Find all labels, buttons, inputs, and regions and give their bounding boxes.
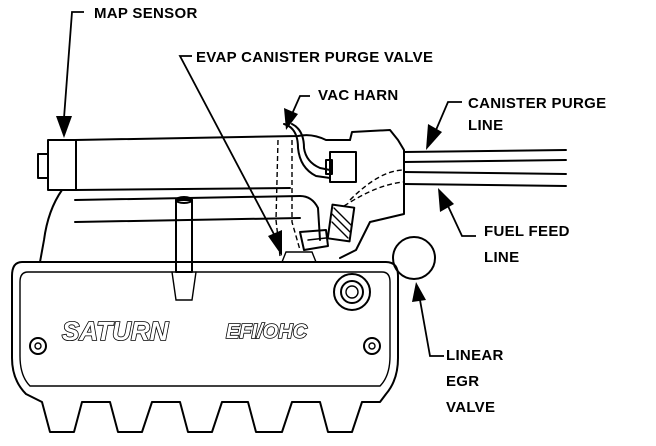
label-fuel-feed-1: FUEL FEED <box>484 223 570 240</box>
label-vac-harn: VAC HARN <box>318 87 398 104</box>
leader-fuel-feed <box>438 188 476 237</box>
linear-egr-valve <box>392 236 436 280</box>
map-sensor <box>37 139 77 191</box>
label-map-sensor: MAP SENSOR <box>94 5 198 22</box>
evap-purge-valve <box>299 203 356 251</box>
label-linear-egr-1: LINEAR <box>446 347 504 364</box>
leader-evap-valve <box>178 55 282 256</box>
label-linear-egr-3: VALVE <box>446 399 495 416</box>
leader-linear-egr <box>412 282 444 357</box>
label-evap-valve: EVAP CANISTER PURGE VALVE <box>196 49 433 66</box>
valve-cover: SATURN EFI/OHC <box>11 251 399 433</box>
leader-map-sensor <box>56 11 84 138</box>
center-post <box>175 196 193 273</box>
oil-filler-cap <box>333 273 371 311</box>
vac-harness <box>275 123 405 257</box>
label-canister-purge-2: LINE <box>468 117 503 134</box>
leader-vac-harn <box>284 95 310 130</box>
bolt-right <box>363 337 381 355</box>
leader-canister-purge <box>426 101 462 150</box>
fuel-and-purge-lines <box>403 149 567 187</box>
label-canister-purge-1: CANISTER PURGE <box>468 95 606 112</box>
cover-brand: SATURN <box>62 316 170 346</box>
label-linear-egr-2: EGR <box>446 373 479 390</box>
harness-connector <box>325 151 357 183</box>
intake-manifold <box>39 129 405 263</box>
label-fuel-feed-2: LINE <box>484 249 519 266</box>
cover-model: EFI/OHC <box>226 321 308 343</box>
bolt-left <box>29 337 47 355</box>
